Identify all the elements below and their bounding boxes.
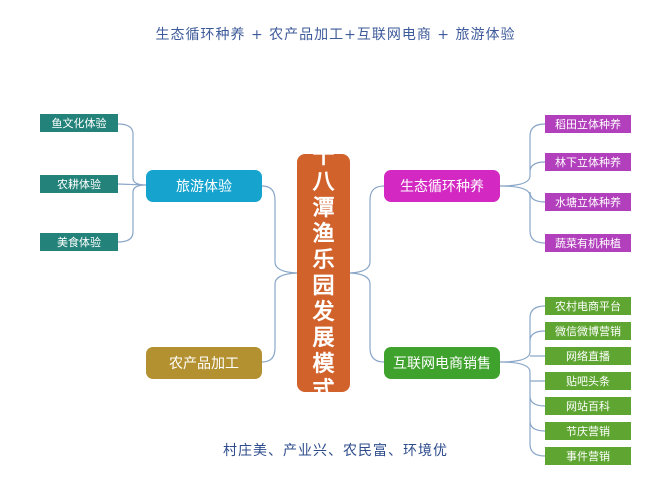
center-title: 十八潭渔乐园发展模式 [297, 143, 350, 403]
node-ecommerce-sales: 互联网电商销售 [384, 347, 500, 379]
leaf-organic-vegetables: 蔬菜有机种植 [545, 234, 631, 252]
leaf-farming-experience: 农耕体验 [40, 175, 118, 193]
leaf-tieba-toutiao: 贴吧头条 [545, 372, 631, 390]
center-title-char: 乐 [312, 247, 335, 273]
center-title-char: 潭 [312, 195, 335, 221]
connector-right-bottom-leaves [499, 305, 546, 457]
leaf-forest-farming: 林下立体种养 [545, 153, 631, 171]
leaf-live-streaming: 网络直播 [545, 347, 631, 365]
leaf-paddy-farming: 稻田立体种养 [545, 115, 631, 133]
leaf-food-experience: 美食体验 [40, 233, 118, 251]
node-tourism-experience: 旅游体验 [146, 170, 262, 202]
leaf-pond-farming: 水塘立体种养 [545, 193, 631, 211]
center-title-char: 八 [312, 169, 335, 195]
connector-left-majors [261, 185, 298, 363]
center-title-char: 模 [312, 351, 335, 377]
center-title-char: 渔 [312, 221, 335, 247]
connector-left-leaves [117, 123, 147, 243]
node-eco-farming: 生态循环种养 [384, 170, 500, 202]
leaf-event-marketing: 事件营销 [545, 447, 631, 465]
center-title-char: 式 [312, 377, 335, 403]
leaf-wechat-weibo: 微信微博营销 [545, 322, 631, 340]
node-agri-processing: 农产品加工 [146, 347, 262, 379]
connector-right-majors [349, 185, 385, 363]
leaf-fish-culture: 鱼文化体验 [40, 114, 118, 132]
center-title-char: 展 [312, 325, 335, 351]
leaf-rural-ecommerce: 农村电商平台 [545, 297, 631, 315]
center-title-char: 发 [312, 299, 335, 325]
center-title-char: 十 [312, 143, 335, 169]
footer-slogan: 村庄美、产业兴、农民富、环境优 [223, 443, 448, 459]
center-title-char: 园 [312, 273, 335, 299]
leaf-website-encyclopedia: 网站百科 [545, 397, 631, 415]
leaf-festival-marketing: 节庆营销 [545, 422, 631, 440]
connector-right-top-leaves [499, 123, 546, 244]
header-slogan: 生态循环种养 + 农产品加工+互联网电商 + 旅游体验 [155, 27, 516, 43]
